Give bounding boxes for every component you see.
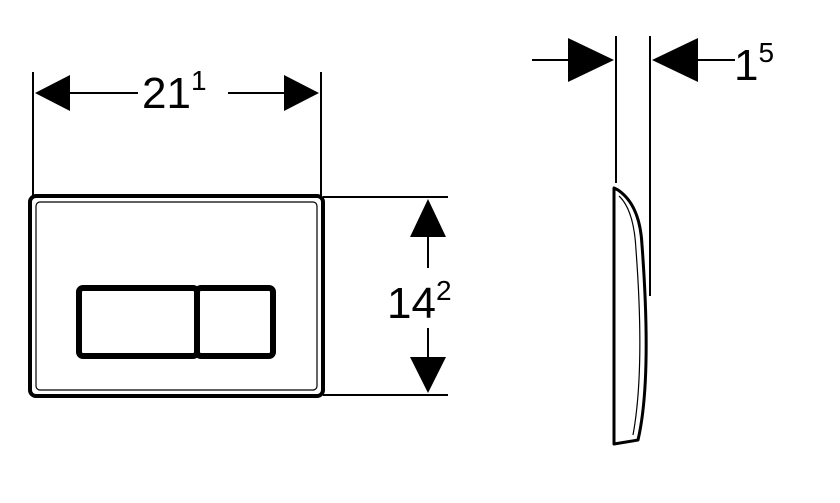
flush-button-small xyxy=(194,285,276,359)
plate-outline-outer xyxy=(28,194,325,398)
plate-outline-inner xyxy=(35,201,318,391)
width-value-main: 21 xyxy=(142,69,191,118)
thickness-arrow-left xyxy=(568,38,614,82)
height-value-superscript: 2 xyxy=(436,275,452,306)
thickness-dimension: 15 xyxy=(532,37,774,90)
height-value-main: 14 xyxy=(387,279,436,328)
thickness-value-superscript: 5 xyxy=(758,37,774,68)
width-arrow-right xyxy=(284,75,319,111)
thickness-arrow-right xyxy=(652,38,698,82)
plate-profile-inner xyxy=(618,195,641,436)
height-arrow-down xyxy=(410,357,446,393)
width-dimension-label: 211 xyxy=(142,65,207,118)
plate-profile-outer xyxy=(612,186,648,446)
width-value-superscript: 1 xyxy=(191,65,207,96)
width-arrow-left xyxy=(35,75,70,111)
thickness-dimension-label: 15 xyxy=(734,37,774,90)
width-dimension: 211 xyxy=(32,65,322,196)
thickness-value-main: 1 xyxy=(734,41,758,90)
front-view xyxy=(28,194,325,398)
flush-button-large xyxy=(76,285,200,359)
height-dimension-label: 142 xyxy=(387,275,452,328)
side-view xyxy=(612,36,651,446)
height-dimension: 142 xyxy=(323,196,452,396)
height-arrow-up xyxy=(410,199,446,237)
